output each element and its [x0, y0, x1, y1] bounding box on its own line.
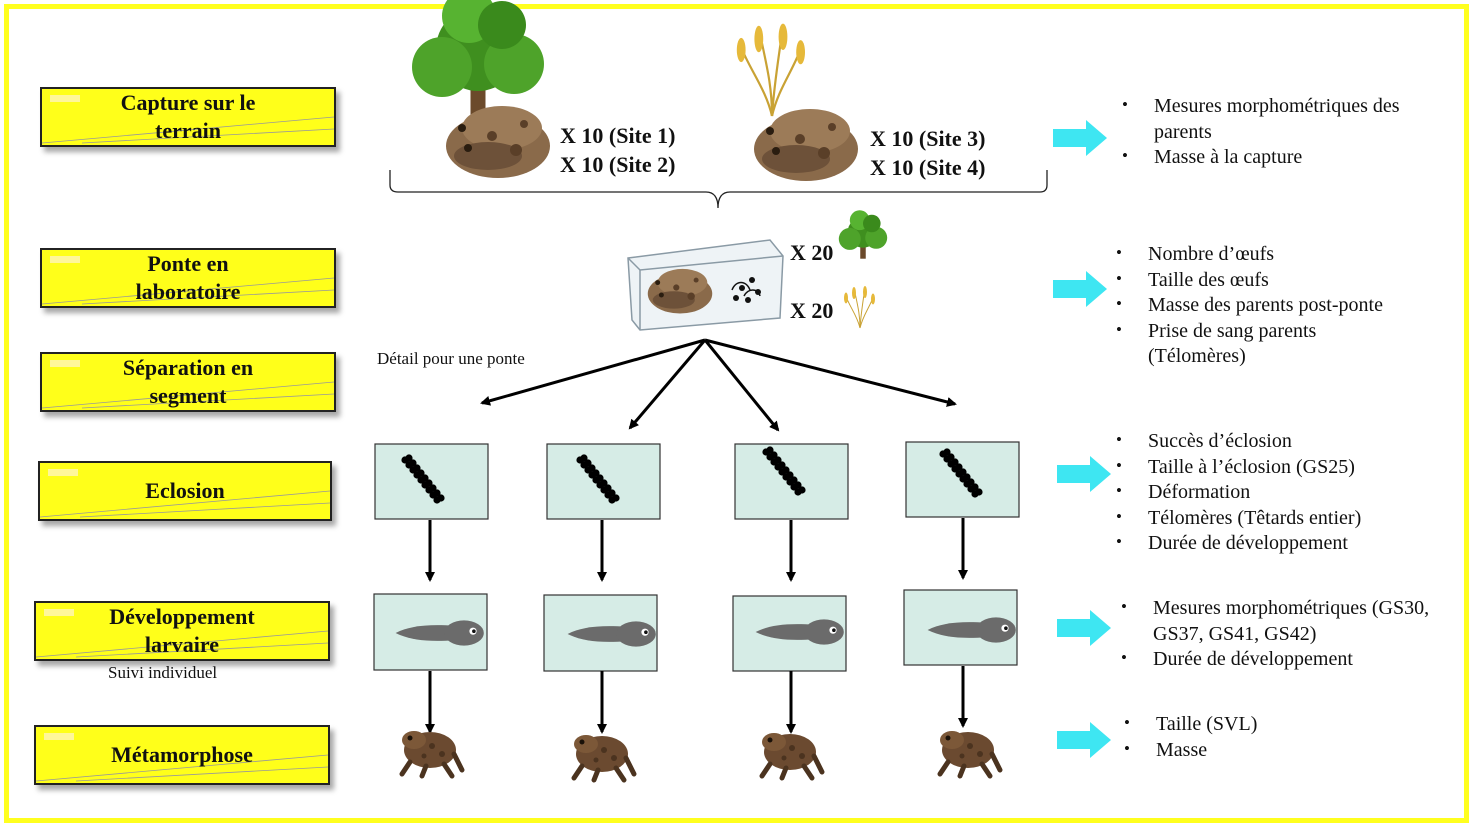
- tadpole-tank-2: [543, 594, 658, 672]
- count-forest: X 20: [790, 240, 834, 265]
- measure-item: Succès d’éclosion: [1116, 427, 1446, 455]
- step-ponte-line2: laboratoire: [135, 279, 241, 304]
- measures-metamorphose: Taille (SVL) Masse: [1124, 710, 1324, 764]
- measure-item: Déformation: [1116, 478, 1446, 506]
- measures-capture: Mesures morphométriques des parents Mass…: [1122, 92, 1422, 171]
- step-metamorphose: Métamorphose: [34, 725, 330, 785]
- cyan-arrow-ponte: [1053, 271, 1107, 307]
- count-field: X 20: [790, 298, 834, 323]
- step-ponte-line1: Ponte en: [147, 251, 229, 276]
- measures-developpement: Mesures morphométriques (GS30, GS37, GS4…: [1121, 594, 1441, 673]
- tadpole-tank-1: [373, 593, 488, 671]
- measure-item: Taille des œufs: [1116, 266, 1446, 294]
- measure-item: Taille (SVL): [1124, 710, 1324, 738]
- count-site4: X 10 (Site 4): [870, 155, 986, 180]
- outer-frame: [4, 4, 1469, 823]
- step-separation: Séparation en segment: [40, 352, 336, 412]
- measures-eclosion: Succès d’éclosion Taille à l’éclosion (G…: [1116, 427, 1446, 557]
- measures-ponte: Nombre d’œufs Taille des œufs Masse des …: [1116, 240, 1446, 370]
- egg-tank-2: [546, 443, 661, 520]
- small-wheat-icon: [843, 285, 876, 329]
- step-separation-line1: Séparation en: [122, 355, 254, 380]
- tadpole-tank-3: [732, 595, 847, 672]
- count-site3: X 10 (Site 3): [870, 126, 986, 151]
- measure-item: Masse des parents post-ponte: [1116, 291, 1446, 319]
- egg-tank-3: [734, 443, 849, 520]
- measure-item: Mesures morphométriques (GS30, GS37, GS4…: [1121, 594, 1438, 647]
- wheat-icon: [735, 22, 807, 118]
- measure-item: Prise de sang parents (Télomères): [1116, 317, 1368, 370]
- froglet-icon-2: [574, 735, 634, 780]
- step-eclosion: Eclosion: [38, 461, 332, 521]
- measure-item: Durée de développement: [1121, 645, 1441, 673]
- froglet-icon-4: [940, 731, 1000, 776]
- egg-tank-4: [905, 441, 1020, 518]
- fanout-arrows: [480, 338, 957, 432]
- measure-item: Mesures morphométriques des parents: [1122, 92, 1414, 145]
- cyan-arrow-capture: [1053, 120, 1107, 156]
- froglet-icon-1: [402, 731, 462, 776]
- step-developpement: Développement larvaire: [34, 601, 330, 661]
- grouping-brace: [389, 170, 1048, 209]
- cyan-arrow-metamorphose: [1057, 722, 1111, 758]
- step-developpement-line1: Développement: [109, 604, 255, 629]
- step-developpement-note: Suivi individuel: [108, 663, 218, 682]
- step-ponte: Ponte en laboratoire: [40, 248, 336, 308]
- count-site1: X 10 (Site 1): [560, 123, 676, 148]
- small-tree-icon: [838, 210, 888, 259]
- measure-item: Durée de développement: [1116, 529, 1446, 557]
- lab-container-icon: [627, 239, 784, 331]
- step-separation-line2: segment: [149, 383, 227, 408]
- tadpole-tank-4: [903, 589, 1018, 666]
- step-capture-line2: terrain: [155, 118, 221, 143]
- toad-pair-site34-icon: [754, 109, 858, 181]
- froglet-icon-3: [762, 733, 822, 778]
- step-capture: Capture sur le terrain: [40, 87, 336, 147]
- step-developpement-line2: larvaire: [144, 632, 220, 657]
- egg-tank-1: [374, 443, 489, 520]
- measure-item: Taille à l’éclosion (GS25): [1116, 453, 1446, 481]
- step-eclosion-line1: Eclosion: [145, 478, 225, 503]
- measure-item: Masse: [1124, 736, 1324, 764]
- cyan-arrow-eclosion: [1057, 456, 1111, 492]
- measure-item: Télomères (Têtards entier): [1116, 504, 1446, 532]
- forest-tree-icon: [412, 0, 544, 121]
- measure-item: Masse à la capture: [1122, 143, 1422, 171]
- down-arrows-2: [425, 666, 968, 734]
- detail-label: Détail pour une ponte: [377, 349, 525, 368]
- step-metamorphose-line1: Métamorphose: [111, 742, 253, 767]
- toad-pair-site12-icon: [446, 106, 550, 178]
- measure-item: Nombre d’œufs: [1116, 240, 1446, 268]
- down-arrows-1: [425, 518, 968, 582]
- cyan-arrow-developpement: [1057, 610, 1111, 646]
- count-site2: X 10 (Site 2): [560, 152, 676, 177]
- step-capture-line1: Capture sur le: [120, 90, 256, 115]
